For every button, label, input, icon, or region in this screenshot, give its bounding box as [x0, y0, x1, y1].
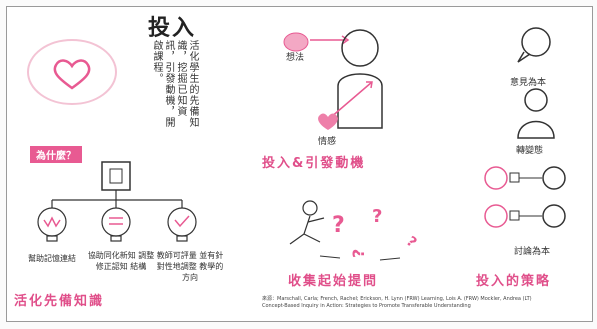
- motivation-heading: 投入&引發動機: [262, 156, 366, 171]
- strategy-opinion: 意見為本: [510, 78, 547, 88]
- strategy-discussion: 討論為本: [514, 247, 551, 257]
- activate-description: 活化學生的先備知識，挖掘已知資訊，引發動機，開啟課程。: [151, 40, 198, 128]
- prior-item-1: 幫助記憶連結: [28, 254, 76, 263]
- discussion-icon: [484, 166, 566, 228]
- citation-line-1: 來源：Marschall, Carla; French, Rachel; Eri…: [262, 296, 532, 302]
- strategies-heading: 投入的策略: [476, 274, 552, 289]
- emotion-label: 情感: [318, 137, 337, 147]
- svg-text:?: ?: [372, 206, 382, 227]
- questions-illustration: ? ? ? ?: [289, 200, 420, 261]
- heart-circle-icon: [27, 39, 117, 105]
- person-motivation-diagram: [283, 29, 383, 130]
- speech-bubble-icon: [517, 27, 551, 63]
- citation: 來源：Marschall, Carla; French, Rachel; Eri…: [262, 296, 584, 310]
- thought-label: 想法: [286, 53, 305, 63]
- svg-text:?: ?: [349, 249, 368, 258]
- svg-text:?: ?: [332, 213, 345, 238]
- questions-heading: 收集起始提問: [288, 274, 379, 289]
- strategy-transform: 轉變態: [516, 146, 544, 156]
- svg-text:?: ?: [403, 234, 420, 251]
- person-icon: [517, 88, 555, 139]
- prior-knowledge-diagram: [37, 161, 197, 242]
- citation-line-2: Concept-Based Inquiry in Action: Strateg…: [262, 303, 471, 309]
- prior-item-2: 協助同化新知 調整修正認知 結構: [87, 251, 155, 271]
- prior-knowledge-heading: 活化先備知識: [14, 294, 105, 309]
- page-title: 投入: [148, 16, 197, 41]
- prior-item-3: 教師可評量 並有針對性地調整 教學的方向: [156, 251, 224, 282]
- slide-frame: [6, 6, 593, 322]
- why-label: 為什麼？: [30, 146, 82, 163]
